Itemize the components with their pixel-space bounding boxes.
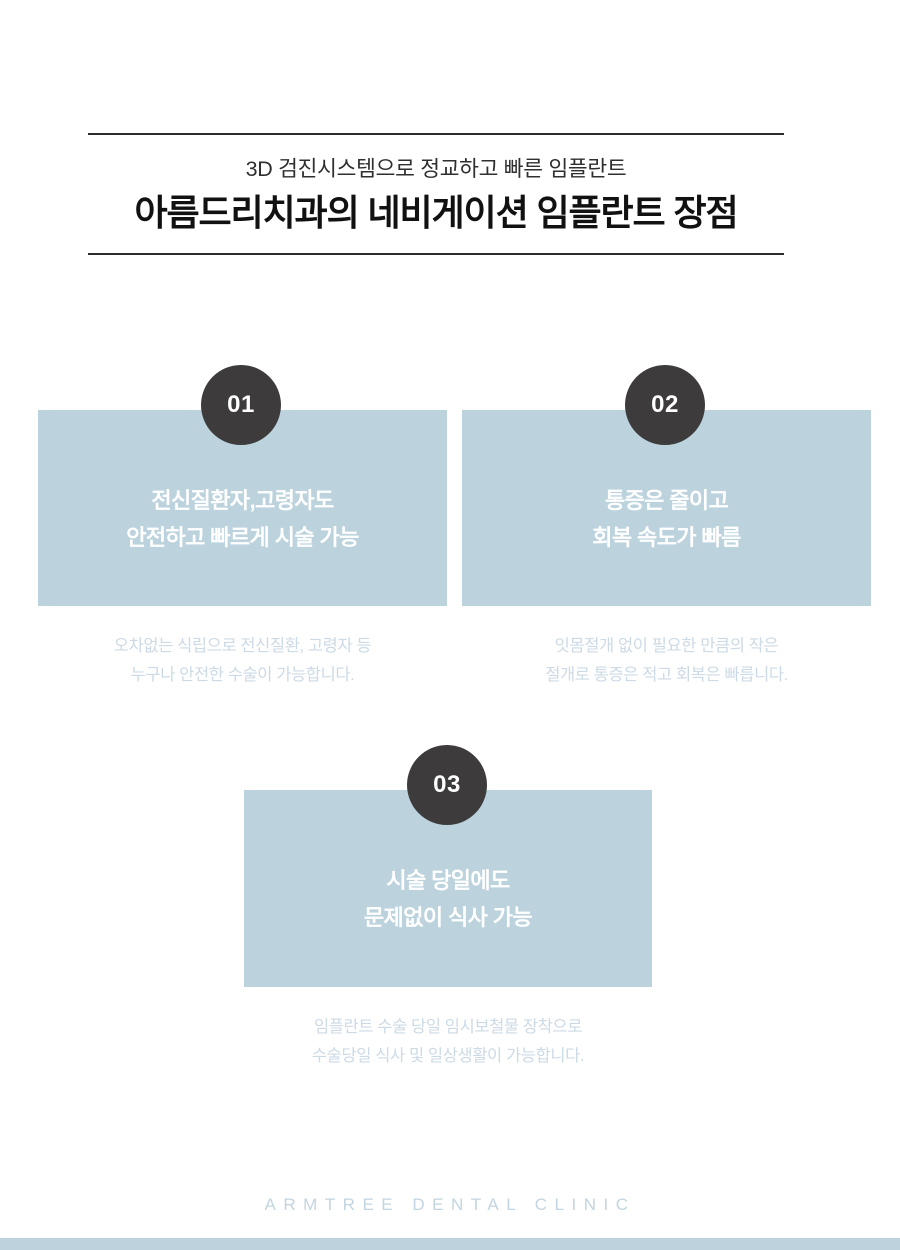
header-block: 3D 검진시스템으로 정교하고 빠른 임플란트 아름드리치과의 네비게이션 임플… <box>88 133 784 256</box>
feature-card-3-caption: 임플란트 수술 당일 임시보철물 장착으로 수술당일 식사 및 일상생활이 가능… <box>244 1013 652 1071</box>
feature-card-3-heading: 시술 당일에도 문제없이 식사 가능 <box>244 862 652 936</box>
feature-card-1-heading-line1: 전신질환자,고령자도 <box>151 488 334 513</box>
feature-card-2-heading-line1: 통증은 줄이고 <box>604 488 729 513</box>
header-subtitle: 3D 검진시스템으로 정교하고 빠른 임플란트 <box>245 157 627 181</box>
footer-accent-bar <box>0 1238 900 1250</box>
feature-card-1-heading: 전신질환자,고령자도 안전하고 빠르게 시술 가능 <box>38 482 447 556</box>
feature-card-1-number-badge: 01 <box>201 365 281 445</box>
feature-card-1-caption-line2: 누구나 안전한 수술이 가능합니다. <box>130 666 355 684</box>
footer-brand-name: ARMTREE DENTAL CLINIC <box>264 1195 636 1214</box>
page-title: 아름드리치과의 네비게이션 임플란트 장점 <box>134 191 738 233</box>
feature-card-3-caption-line2: 수술당일 식사 및 일상생활이 가능합니다. <box>311 1047 585 1065</box>
header-bottom-divider <box>88 253 784 256</box>
feature-card-2-number-badge: 02 <box>625 365 705 445</box>
feature-card-3-caption-line1: 임플란트 수술 당일 임시보철물 장착으로 <box>314 1018 582 1036</box>
feature-card-1-caption: 오차없는 식립으로 전신질환, 고령자 등 누구나 안전한 수술이 가능합니다. <box>38 632 447 690</box>
feature-card-2-heading-line2: 회복 속도가 빠름 <box>592 525 741 550</box>
feature-card-2-caption: 잇몸절개 없이 필요한 만큼의 작은 절개로 통증은 적고 회복은 빠릅니다. <box>462 632 871 690</box>
feature-card-2-caption-line1: 잇몸절개 없이 필요한 만큼의 작은 <box>554 637 779 655</box>
header-text-group: 3D 검진시스템으로 정교하고 빠른 임플란트 아름드리치과의 네비게이션 임플… <box>88 135 784 253</box>
feature-card-3-heading-line1: 시술 당일에도 <box>386 868 510 893</box>
feature-card-1-heading-line2: 안전하고 빠르게 시술 가능 <box>126 525 359 550</box>
feature-card-2-caption-line2: 절개로 통증은 적고 회복은 빠릅니다. <box>545 666 788 684</box>
feature-card-2: 통증은 줄이고 회복 속도가 빠름 <box>462 410 871 606</box>
feature-card-1-caption-line1: 오차없는 식립으로 전신질환, 고령자 등 <box>113 637 372 655</box>
header-top-divider <box>88 133 784 135</box>
feature-card-1: 전신질환자,고령자도 안전하고 빠르게 시술 가능 <box>38 410 447 606</box>
feature-card-3-number-badge: 03 <box>407 745 487 825</box>
feature-card-2-heading: 통증은 줄이고 회복 속도가 빠름 <box>462 482 871 556</box>
feature-card-3-heading-line2: 문제없이 식사 가능 <box>363 905 533 930</box>
